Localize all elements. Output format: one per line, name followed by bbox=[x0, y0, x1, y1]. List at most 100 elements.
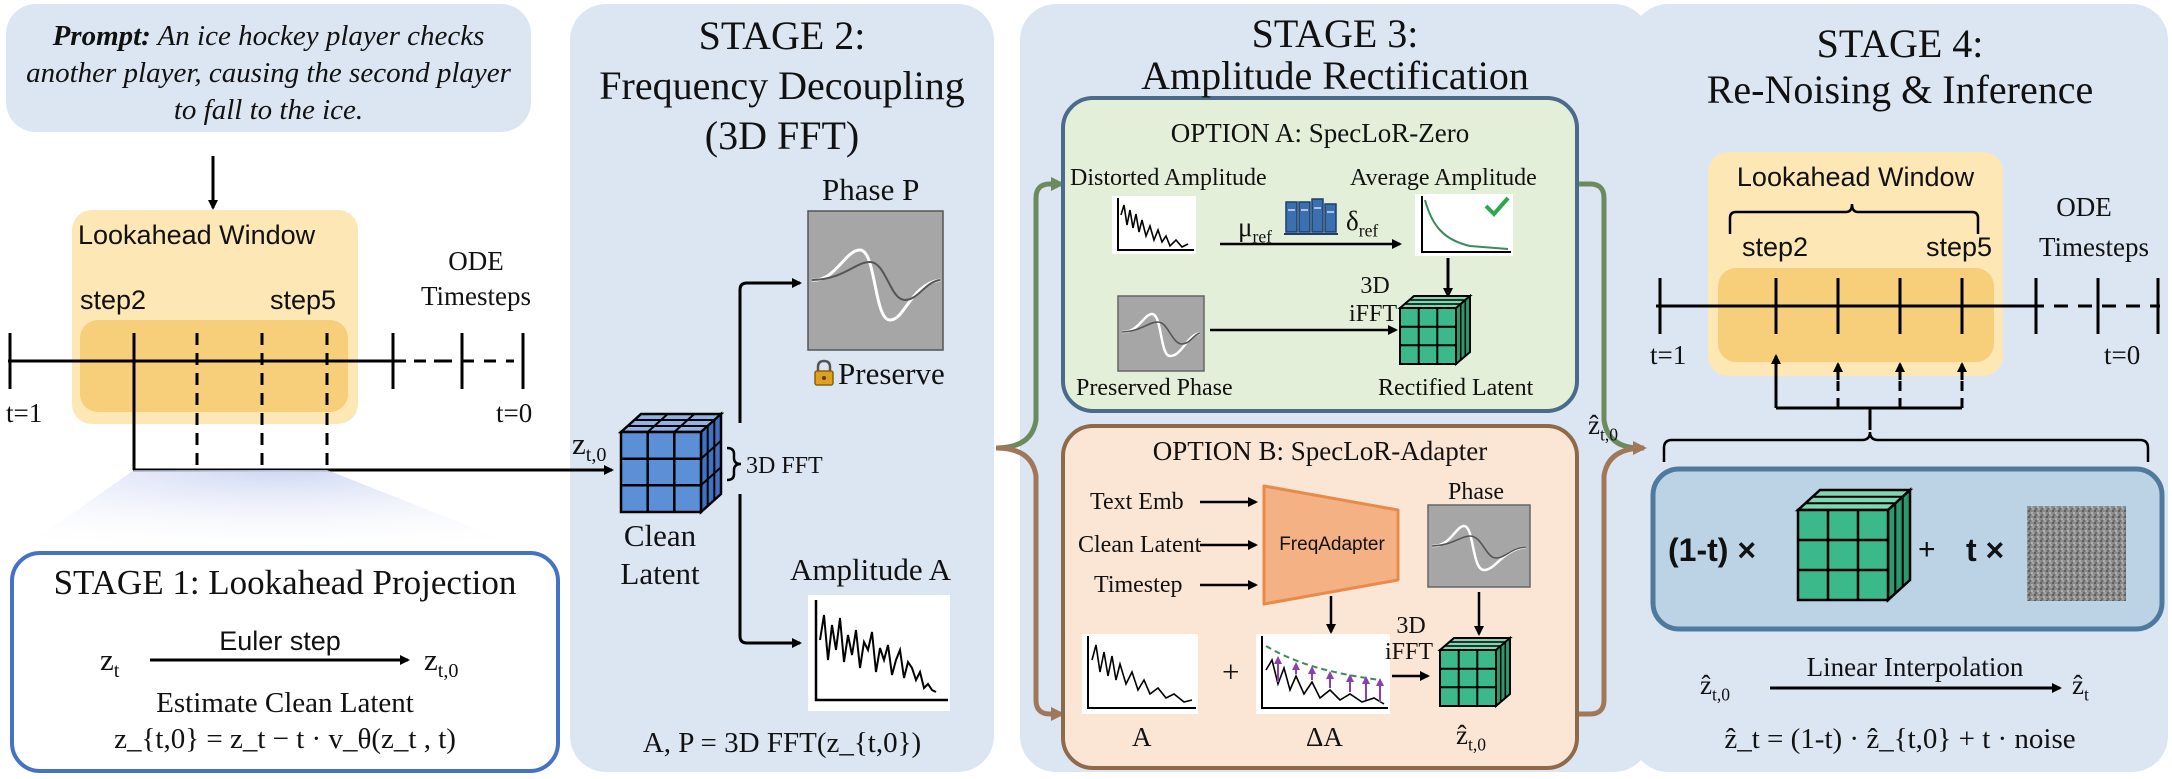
t-end-label: t=0 bbox=[496, 398, 533, 428]
s4-lookahead-window-inner bbox=[1718, 268, 1994, 362]
books-icon bbox=[1284, 198, 1338, 235]
s4-t-end-label: t=0 bbox=[2104, 340, 2141, 370]
timestep-input-label: Timestep bbox=[1094, 572, 1183, 598]
from-option-b-arrow bbox=[1578, 441, 1647, 717]
to-option-a-arrow bbox=[995, 177, 1065, 451]
noise-image bbox=[2027, 506, 2126, 601]
check-icon bbox=[1484, 196, 1510, 217]
stage2-title-line3: (3D FFT) bbox=[704, 113, 860, 158]
s4-step-start-label: step2 bbox=[1742, 232, 1809, 262]
s4-lookahead-window-label: Lookahead Window bbox=[1736, 162, 1975, 192]
option-b-ifft-line1: 3D bbox=[1396, 613, 1426, 639]
option-b-output-cube bbox=[1437, 635, 1513, 709]
z-t-label: zt bbox=[100, 642, 120, 683]
estimate-clean-latent-label: Estimate Clean Latent bbox=[156, 687, 414, 719]
step-end-label: step5 bbox=[270, 285, 337, 315]
linear-interpolation-label: Linear Interpolation bbox=[1806, 652, 2024, 682]
stage3-output-label: ẑt,0 bbox=[1588, 410, 1619, 445]
s4-ode-label: ODE bbox=[2056, 192, 2112, 222]
lookahead-window-label: Lookahead Window bbox=[78, 220, 316, 250]
ode-label: ODE bbox=[448, 246, 504, 276]
clean-latent-line1: Clean bbox=[623, 518, 697, 553]
renoise-plus: + bbox=[1918, 533, 1936, 566]
stage4-title-line1: STAGE 4: bbox=[1816, 21, 1984, 66]
timeline-ticks bbox=[8, 333, 525, 470]
option-b-phase-plot bbox=[1427, 504, 1531, 588]
latent-input-label: zt,0 bbox=[572, 426, 607, 467]
distorted-amplitude-plot bbox=[1112, 196, 1196, 254]
stage3-title-line2: Amplitude Rectification bbox=[1141, 53, 1529, 98]
stage2-title-line2: Frequency Decoupling bbox=[599, 63, 965, 108]
freqadapter-label: FreqAdapter bbox=[1279, 534, 1385, 555]
prompt-label: Prompt: bbox=[52, 20, 151, 52]
interp-to-label: ẑt bbox=[2072, 670, 2089, 705]
lookahead-window-inner bbox=[80, 320, 348, 412]
option-a-ifft-line2: iFFT bbox=[1348, 301, 1398, 327]
from-option-a-arrow bbox=[1578, 181, 1641, 451]
timesteps-label: Timesteps bbox=[420, 281, 532, 311]
option-b-plus: + bbox=[1222, 654, 1240, 689]
freqadapter-shape bbox=[1262, 484, 1400, 606]
option-b-phase-label: Phase bbox=[1448, 479, 1504, 505]
stage1-title: STAGE 1: Lookahead Projection bbox=[53, 563, 517, 602]
to-option-b-arrow bbox=[995, 445, 1065, 721]
stage3-title-line1: STAGE 3: bbox=[1251, 11, 1419, 56]
s4-timesteps-label: Timesteps bbox=[2038, 232, 2150, 262]
delta-amplitude-plot bbox=[1256, 634, 1390, 714]
prompt-body: An ice hockey player checks another play… bbox=[26, 20, 511, 126]
stage1-formula: z_{t,0} = z_t − t · v_θ(z_t , t) bbox=[114, 723, 456, 755]
preserved-phase-label: Preserved Phase bbox=[1076, 375, 1233, 401]
clean-latent-line2: Latent bbox=[620, 556, 700, 591]
option-b-delta-a-label: ΔA bbox=[1306, 722, 1343, 752]
mu-ref-label: μref bbox=[1238, 212, 1272, 247]
stage4-formula: ẑ_t = (1-t) · ẑ_{t,0} + t · noise bbox=[1724, 723, 2076, 755]
s4-step-end-label: step5 bbox=[1926, 232, 1993, 262]
t-start-label: t=1 bbox=[6, 398, 43, 428]
renoise-coef2: t × bbox=[1966, 532, 2005, 568]
preserved-phase-plot bbox=[1117, 295, 1205, 372]
average-amplitude-label: Average Amplitude bbox=[1350, 165, 1537, 191]
stage1-box bbox=[10, 551, 560, 773]
prompt-text: Prompt: An ice hockey player checks anot… bbox=[16, 18, 521, 129]
stage2-formula: A, P = 3D FFT(z_{t,0}) bbox=[642, 727, 922, 759]
stage2-title-line1: STAGE 2: bbox=[698, 13, 866, 58]
option-b-amplitude-plot bbox=[1082, 634, 1198, 714]
z-t0-label: zt,0 bbox=[424, 642, 459, 683]
fft-label: 3D FFT bbox=[746, 453, 823, 479]
stage1-zoom-cone bbox=[12, 470, 545, 556]
option-a-ifft-line1: 3D bbox=[1360, 273, 1390, 299]
option-b-title: OPTION B: SpecLoR-Adapter bbox=[1152, 436, 1488, 466]
preserve-label: Preserve bbox=[838, 356, 945, 391]
distorted-amplitude-label: Distorted Amplitude bbox=[1070, 165, 1267, 191]
fft-bracket bbox=[726, 446, 742, 482]
prompt-box bbox=[6, 4, 531, 132]
clean-latent-input-label: Clean Latent bbox=[1078, 532, 1202, 558]
renoise-coef1: (1-t) × bbox=[1668, 532, 1756, 568]
option-b-input-arrows bbox=[1200, 497, 1258, 590]
interp-from-label: ẑt,0 bbox=[1700, 670, 1731, 705]
lock-icon bbox=[814, 359, 834, 386]
option-a-title: OPTION A: SpecLoR-Zero bbox=[1170, 118, 1470, 148]
amplitude-label: Amplitude A bbox=[790, 552, 952, 587]
text-emb-label: Text Emb bbox=[1090, 489, 1184, 515]
rectified-latent-cube bbox=[1397, 293, 1473, 367]
phase-label: Phase P bbox=[822, 172, 920, 207]
option-b-a-label: A bbox=[1132, 722, 1152, 752]
renoise-latent-cube bbox=[1794, 487, 1914, 603]
s4-t-start-label: t=1 bbox=[1650, 340, 1687, 370]
step-start-label: step2 bbox=[80, 285, 147, 315]
s4-brace-top bbox=[1728, 203, 1980, 234]
s4-timeline-ticks bbox=[1658, 278, 2160, 334]
lookahead-dashed-ticks bbox=[195, 333, 329, 470]
blue-latent-cube bbox=[617, 411, 725, 515]
option-b-ifft-line2: iFFT bbox=[1384, 639, 1434, 665]
delta-ref-label: δref bbox=[1346, 206, 1379, 241]
option-b-output-label: ẑt,0 bbox=[1456, 720, 1487, 755]
fft-branch-arrows bbox=[738, 278, 802, 423]
average-amplitude-plot bbox=[1415, 194, 1513, 256]
rectified-latent-label: Rectified Latent bbox=[1378, 375, 1534, 401]
stage4-title-line2: Re-Noising & Inference bbox=[1706, 67, 2094, 112]
euler-step-label: Euler step bbox=[219, 626, 341, 656]
s4-brace-bottom bbox=[1662, 431, 2150, 462]
